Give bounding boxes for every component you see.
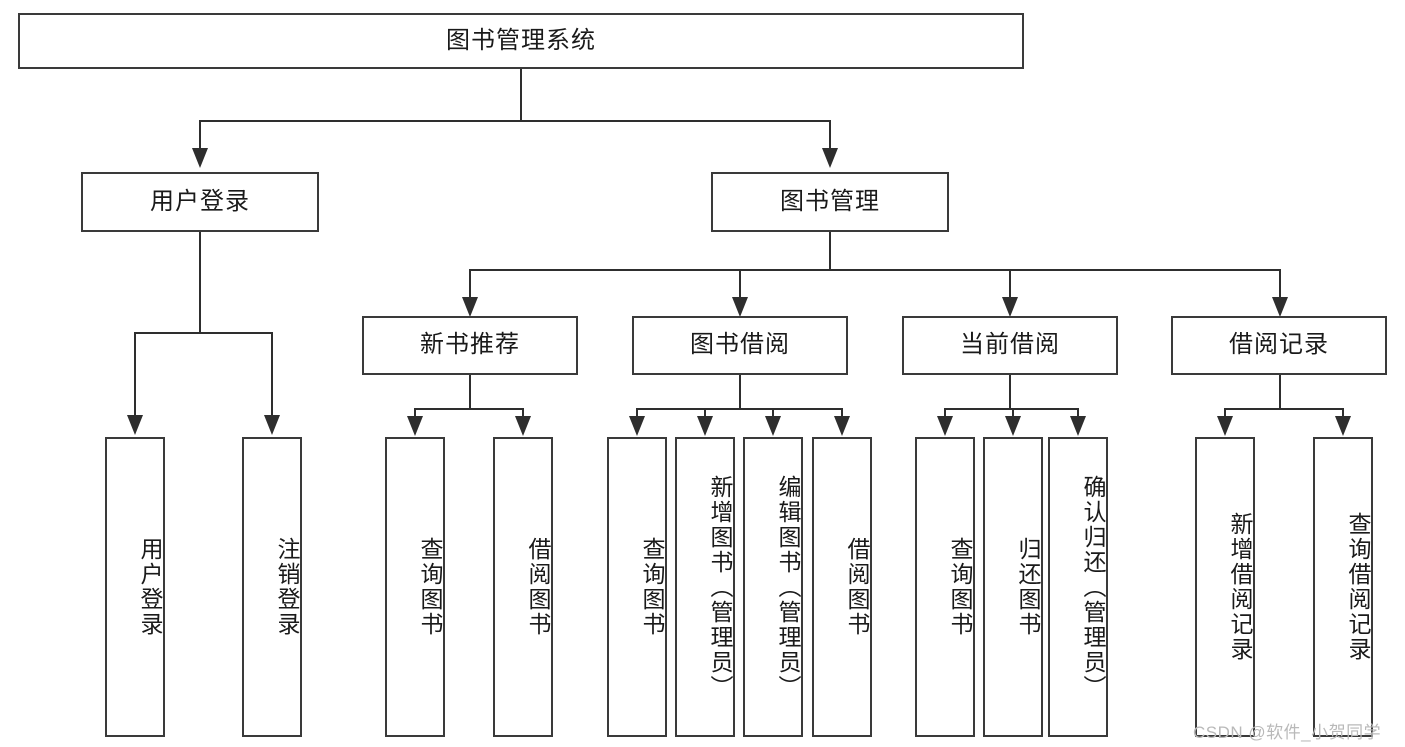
edge-user-login-to-leaf1 (134, 332, 136, 417)
arrow-book-mgmt-to-new-books (462, 297, 478, 317)
arrow-book-mgmt-to-records (1272, 297, 1288, 317)
edge-records-stem (1279, 375, 1281, 410)
arrow-current-borrow-to-leaf1 (937, 416, 953, 436)
edge-root-to-book-mgmt (829, 120, 831, 150)
node-label: 借阅图书 (525, 537, 551, 637)
edge-current-borrow-to-leaf3 (1077, 408, 1079, 420)
arrow-user-login-to-leaf2 (264, 415, 280, 435)
leaf-add-book-admin[interactable]: 新增图书（管理员） (675, 437, 735, 737)
edge-current-borrow-bus (944, 408, 1078, 410)
edge-new-books-stem (469, 375, 471, 410)
arrow-book-borrow-to-leaf1 (629, 416, 645, 436)
arrow-book-borrow-to-leaf4 (834, 416, 850, 436)
node-label: 注销登录 (274, 537, 300, 637)
arrow-book-mgmt-to-current (1002, 297, 1018, 317)
edge-records-to-leaf1 (1224, 408, 1226, 420)
edge-book-borrow-to-leaf3 (772, 408, 774, 420)
edge-new-books-to-leaf2 (522, 408, 524, 420)
node-label: 查询图书 (639, 537, 665, 637)
node-label: 图书管理 (780, 187, 880, 215)
arrow-current-borrow-to-leaf3 (1070, 416, 1086, 436)
arrow-records-to-leaf1 (1217, 416, 1233, 436)
node-label: 归还图书 (1015, 537, 1041, 637)
leaf-edit-book-admin[interactable]: 编辑图书（管理员） (743, 437, 803, 737)
edge-book-mgmt-bus (469, 269, 1281, 271)
edge-user-login-stem (199, 232, 201, 333)
node-label: 用户登录 (150, 187, 250, 215)
arrow-records-to-leaf2 (1335, 416, 1351, 436)
edge-book-mgmt-to-current (1009, 269, 1011, 301)
edge-book-borrow-to-leaf2 (704, 408, 706, 420)
node-borrow-records[interactable]: 借阅记录 (1171, 316, 1387, 375)
arrow-book-borrow-to-leaf2 (697, 416, 713, 436)
edge-book-mgmt-to-records (1279, 269, 1281, 301)
leaf-user-login[interactable]: 用户登录 (105, 437, 165, 737)
leaf-query-books-borrow[interactable]: 查询图书 (607, 437, 667, 737)
node-label: 借阅记录 (1229, 331, 1329, 359)
edge-book-borrow-stem (739, 375, 741, 410)
node-book-borrow[interactable]: 图书借阅 (632, 316, 848, 375)
arrow-book-mgmt-to-borrow (732, 297, 748, 317)
node-label: 借阅图书 (844, 537, 870, 637)
arrow-user-login-to-leaf1 (127, 415, 143, 435)
edge-user-login-to-leaf2 (271, 332, 273, 417)
edge-book-mgmt-stem (829, 232, 831, 271)
edge-root-bus (199, 120, 831, 122)
leaf-query-books-current[interactable]: 查询图书 (915, 437, 975, 737)
node-current-borrow[interactable]: 当前借阅 (902, 316, 1118, 375)
edge-book-mgmt-to-new-books (469, 269, 471, 301)
node-label: 当前借阅 (960, 331, 1060, 359)
leaf-borrow-books[interactable]: 借阅图书 (812, 437, 872, 737)
arrow-new-books-to-leaf2 (515, 416, 531, 436)
edge-book-borrow-bus (636, 408, 842, 410)
arrow-current-borrow-to-leaf2 (1005, 416, 1021, 436)
node-label: 用户登录 (137, 537, 163, 637)
leaf-return-books[interactable]: 归还图书 (983, 437, 1043, 737)
edge-records-bus (1224, 408, 1343, 410)
leaf-add-borrow-record[interactable]: 新增借阅记录 (1195, 437, 1255, 737)
edge-book-borrow-to-leaf1 (636, 408, 638, 420)
edge-new-books-to-leaf1 (414, 408, 416, 420)
node-book-management[interactable]: 图书管理 (711, 172, 949, 232)
edge-root-stem (520, 69, 522, 122)
node-label: 查询借阅记录 (1345, 512, 1371, 662)
arrow-root-to-book-mgmt (822, 148, 838, 168)
edge-book-borrow-to-leaf4 (841, 408, 843, 420)
node-label: 确认归还（管理员） (1080, 474, 1106, 700)
arrow-new-books-to-leaf1 (407, 416, 423, 436)
edge-root-to-user-login (199, 120, 201, 150)
edge-current-borrow-stem (1009, 375, 1011, 410)
arrow-root-to-user-login (192, 148, 208, 168)
node-user-login[interactable]: 用户登录 (81, 172, 319, 232)
leaf-confirm-return-admin[interactable]: 确认归还（管理员） (1048, 437, 1108, 737)
node-label: 新书推荐 (420, 331, 520, 359)
leaf-query-borrow-record[interactable]: 查询借阅记录 (1313, 437, 1373, 737)
leaf-logout[interactable]: 注销登录 (242, 437, 302, 737)
edge-current-borrow-to-leaf1 (944, 408, 946, 420)
node-label: 新增图书（管理员） (707, 474, 733, 700)
leaf-query-books-recommend[interactable]: 查询图书 (385, 437, 445, 737)
node-root-system[interactable]: 图书管理系统 (18, 13, 1024, 69)
edge-current-borrow-to-leaf2 (1012, 408, 1014, 420)
arrow-book-borrow-to-leaf3 (765, 416, 781, 436)
node-label: 编辑图书（管理员） (775, 474, 801, 700)
leaf-borrow-books-recommend[interactable]: 借阅图书 (493, 437, 553, 737)
node-new-book-recommend[interactable]: 新书推荐 (362, 316, 578, 375)
edge-new-books-bus (414, 408, 524, 410)
node-label: 查询图书 (417, 537, 443, 637)
node-label: 新增借阅记录 (1227, 512, 1253, 662)
edge-book-mgmt-to-borrow (739, 269, 741, 301)
edge-user-login-bus (134, 332, 273, 334)
node-label: 查询图书 (947, 537, 973, 637)
edge-records-to-leaf2 (1342, 408, 1344, 420)
node-label: 图书管理系统 (446, 26, 596, 54)
node-label: 图书借阅 (690, 331, 790, 359)
